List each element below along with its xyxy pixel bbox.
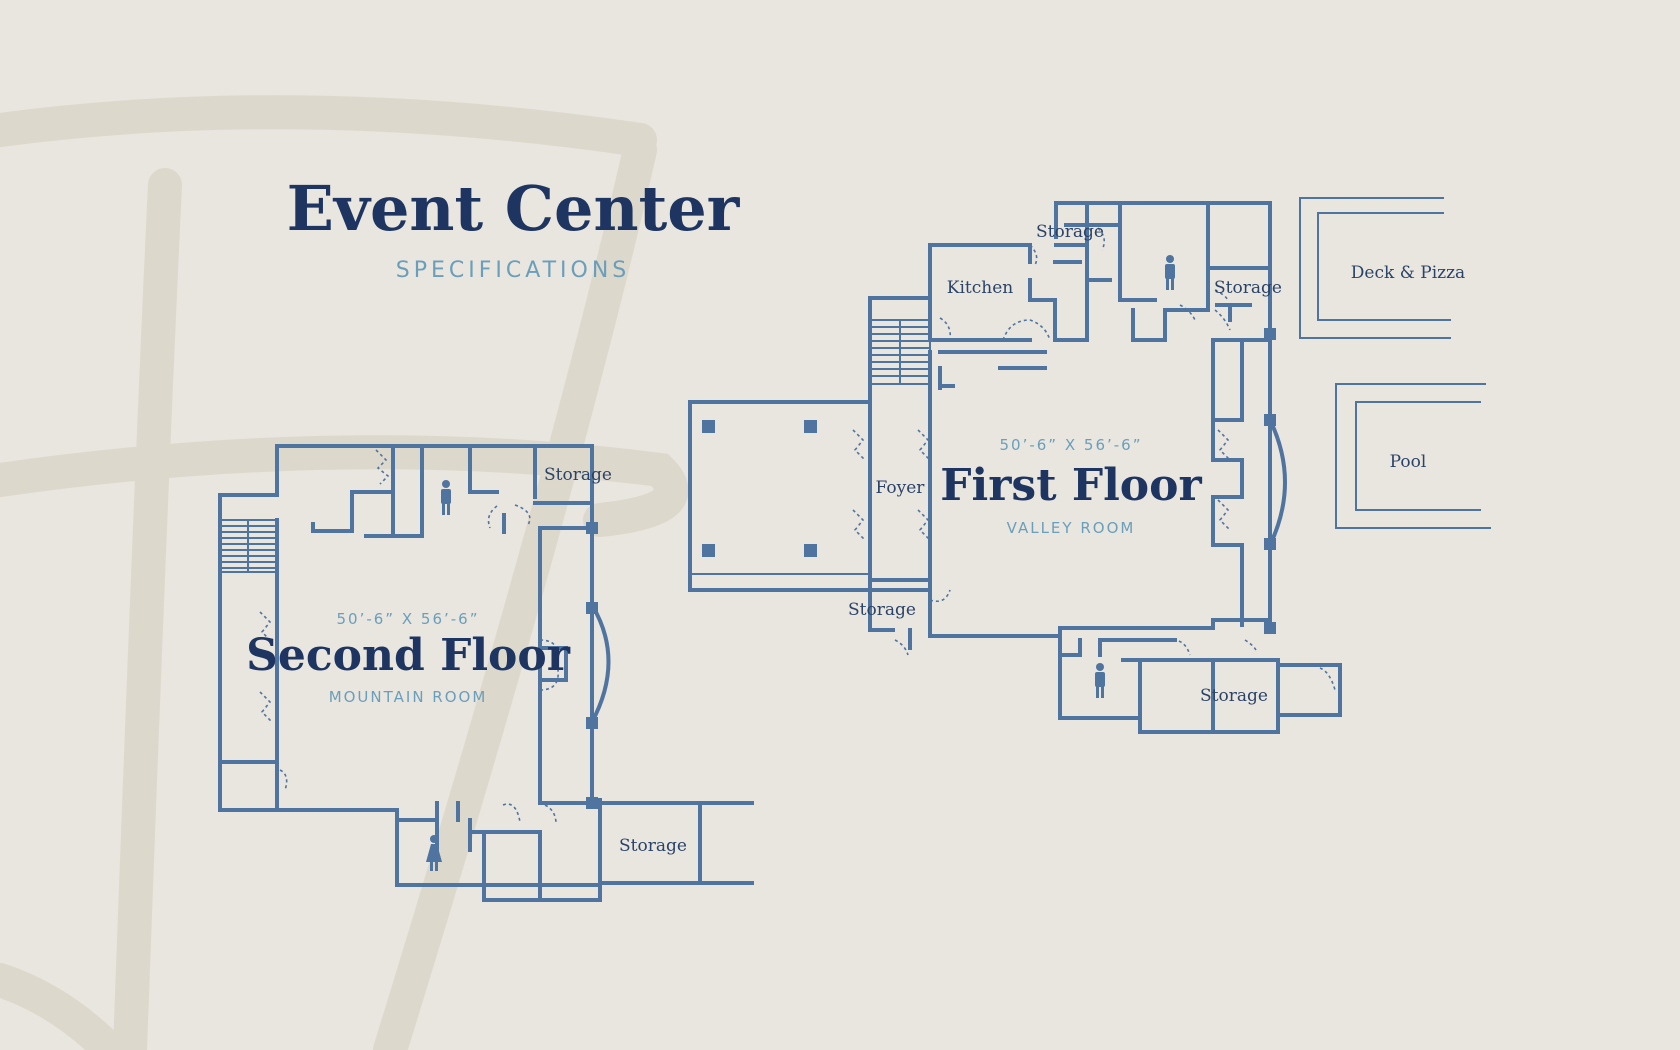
storage-label: Storage xyxy=(544,465,612,485)
pool-area xyxy=(1335,383,1491,529)
column-icon xyxy=(1264,414,1276,426)
second-floor-plan: Storage Storage 50’-6” X 56’-6” Second F… xyxy=(218,444,754,902)
page-subtitle: SPECIFICATIONS xyxy=(396,258,631,283)
deck-area xyxy=(1299,197,1451,339)
storage-label: Storage xyxy=(848,600,916,620)
second-floor-title: Second Floor xyxy=(246,630,571,681)
column-icon xyxy=(1264,538,1276,550)
person-icon xyxy=(1165,255,1175,290)
first-floor-dimensions: 50’-6” X 56’-6” xyxy=(1000,436,1143,454)
stairs-icon xyxy=(219,519,277,573)
storage-label: Storage xyxy=(1200,686,1268,706)
column-icon xyxy=(1264,622,1276,634)
storage-label: Storage xyxy=(1214,278,1282,298)
deck-label: Deck & Pizza xyxy=(1351,263,1465,283)
storage-label: Storage xyxy=(1036,222,1104,242)
stairs-icon xyxy=(869,319,931,385)
second-floor-room-name: MOUNTAIN ROOM xyxy=(329,688,488,706)
foyer-label: Foyer xyxy=(876,478,926,498)
column-icon xyxy=(586,602,598,614)
column-icon xyxy=(1264,328,1276,340)
person-icon xyxy=(426,835,442,871)
first-floor-title: First Floor xyxy=(940,460,1202,511)
column-icon xyxy=(804,544,817,557)
storage-label: Storage xyxy=(619,836,687,856)
second-floor-dimensions: 50’-6” X 56’-6” xyxy=(337,610,480,628)
column-icon xyxy=(586,717,598,729)
person-icon xyxy=(441,480,451,515)
first-floor-plan: Storage Kitchen Storage Deck & Pizza Poo… xyxy=(688,197,1491,734)
column-icon xyxy=(586,797,598,809)
column-icon xyxy=(586,522,598,534)
column-icon xyxy=(702,420,715,433)
pool-label: Pool xyxy=(1390,452,1427,472)
person-icon xyxy=(1095,663,1105,698)
column-icon xyxy=(702,544,715,557)
first-floor-room-name: VALLEY ROOM xyxy=(1007,519,1136,537)
watermark-logo xyxy=(0,95,689,1050)
column-icon xyxy=(804,420,817,433)
page-title: Event Center xyxy=(287,172,741,245)
kitchen-label: Kitchen xyxy=(947,278,1013,298)
